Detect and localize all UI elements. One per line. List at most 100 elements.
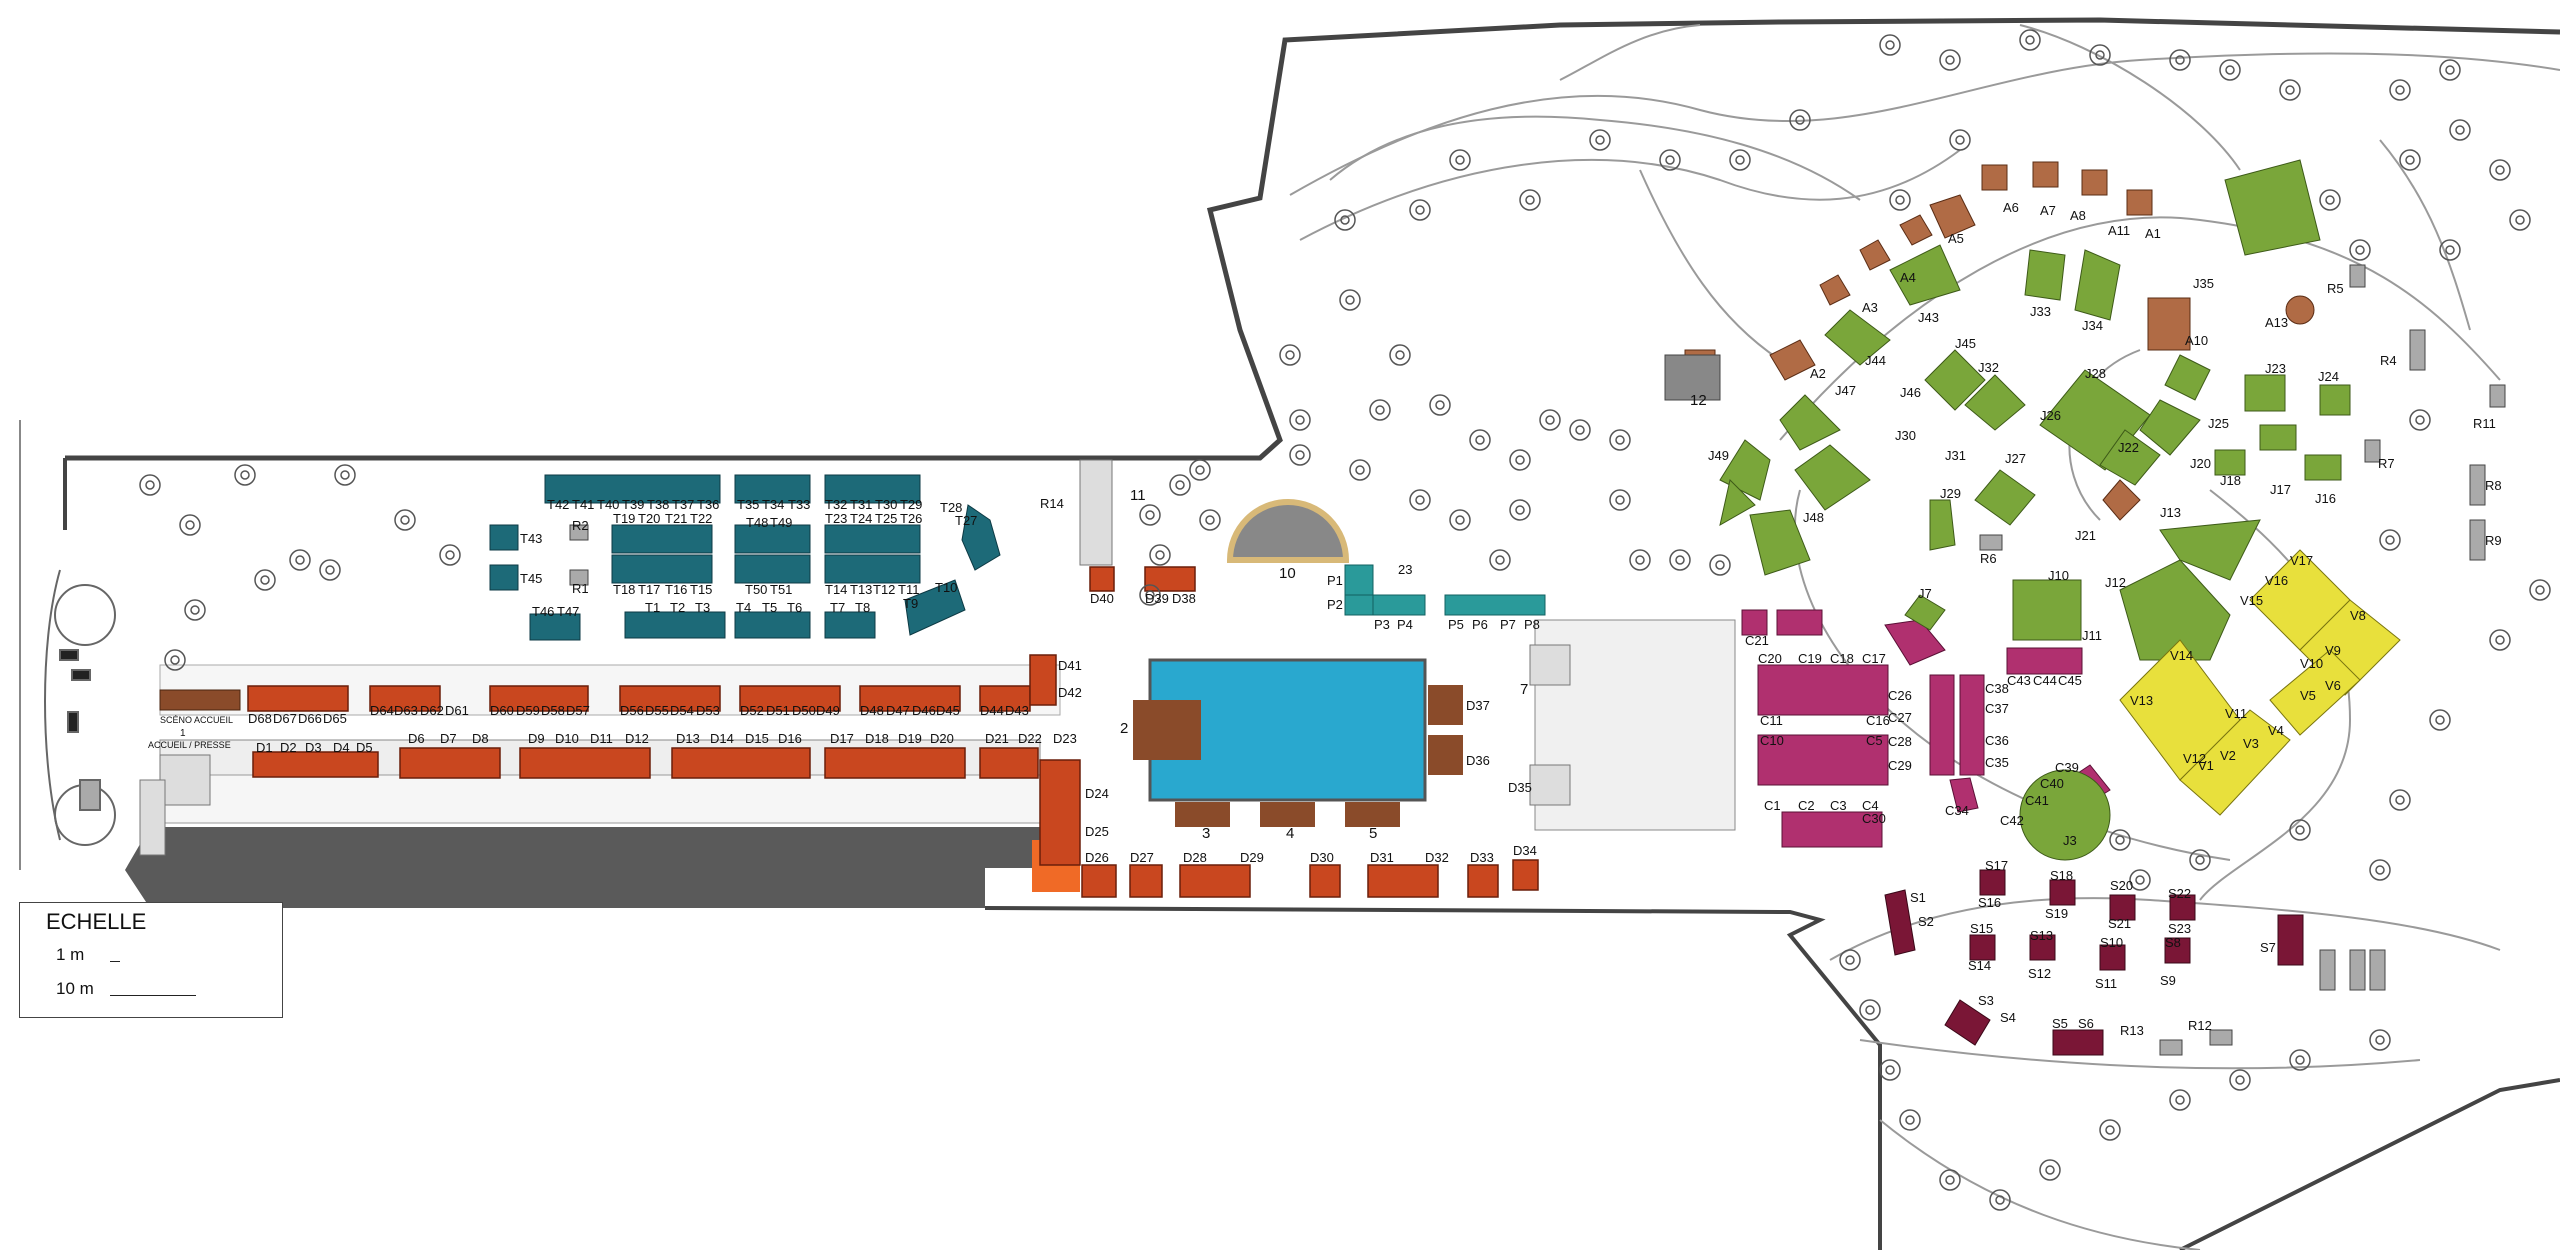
tree-icon-center bbox=[1145, 590, 1155, 600]
tree-icon-center bbox=[445, 550, 455, 560]
tree-icon bbox=[1589, 129, 1611, 151]
label-d39: D39 bbox=[1145, 591, 1169, 606]
tree-icon-center bbox=[2105, 1125, 2115, 1135]
label-t23: T23 bbox=[825, 511, 847, 526]
tree-icon bbox=[1789, 109, 1811, 131]
tree-icon bbox=[2089, 44, 2111, 66]
label-n7: 7 bbox=[1520, 681, 1528, 698]
label-d13: D13 bbox=[676, 731, 700, 746]
label-a7: A7 bbox=[2040, 203, 2056, 218]
label-n23: 23 bbox=[1398, 562, 1412, 577]
label-p5: P5 bbox=[1448, 617, 1464, 632]
label-r13: R13 bbox=[2120, 1023, 2144, 1038]
tree-icon bbox=[1199, 509, 1221, 531]
label-t5: T5 bbox=[762, 600, 777, 615]
label-d14: D14 bbox=[710, 731, 734, 746]
label-c34: C34 bbox=[1945, 803, 1969, 818]
tree-icon bbox=[2439, 59, 2461, 81]
label-t33: T33 bbox=[788, 497, 810, 512]
tree-icon-center bbox=[2515, 215, 2525, 225]
legend-scale-10m bbox=[110, 995, 196, 996]
tree-icon-center bbox=[2225, 65, 2235, 75]
label-r1: R1 bbox=[572, 581, 589, 596]
tree-icon bbox=[1369, 399, 1391, 421]
tree-icon-center bbox=[2535, 585, 2545, 595]
tree-icon-center bbox=[2025, 35, 2035, 45]
tree-icon bbox=[2219, 59, 2241, 81]
label-s10: S10 bbox=[2100, 935, 2123, 950]
label-d58: D58 bbox=[541, 703, 565, 718]
label-j35: J35 bbox=[2193, 276, 2214, 291]
tree-icon bbox=[2389, 79, 2411, 101]
label-r7: R7 bbox=[2378, 456, 2395, 471]
tree-icon bbox=[2129, 869, 2151, 891]
site-outline bbox=[19, 17, 2560, 1250]
label-c27: C27 bbox=[1888, 710, 1912, 725]
tree-icon bbox=[234, 464, 256, 486]
label-t25: T25 bbox=[875, 511, 897, 526]
label-t47: T47 bbox=[557, 604, 579, 619]
tree-icon-center bbox=[1675, 555, 1685, 565]
tree-icon bbox=[1389, 344, 1411, 366]
tree-icon-center bbox=[185, 520, 195, 530]
label-s4: S4 bbox=[2000, 1010, 2016, 1025]
label-d62: D62 bbox=[420, 703, 444, 718]
label-t9: T9 bbox=[903, 596, 918, 611]
t-stands bbox=[489, 474, 1001, 641]
label-d44: D44 bbox=[980, 703, 1004, 718]
tree-icon bbox=[1189, 459, 1211, 481]
label-v17: V17 bbox=[2290, 553, 2313, 568]
label-s18: S18 bbox=[2050, 868, 2073, 883]
label-t12: T12 bbox=[873, 582, 895, 597]
label-n4: 4 bbox=[1286, 825, 1294, 842]
label-j26: J26 bbox=[2040, 408, 2061, 423]
label-s3: S3 bbox=[1978, 993, 1994, 1008]
label-c42: C42 bbox=[2000, 813, 2024, 828]
tree-icon-center bbox=[400, 515, 410, 525]
tree-icon-center bbox=[1345, 295, 1355, 305]
label-s5: S5 bbox=[2052, 1016, 2068, 1031]
label-j33: J33 bbox=[2030, 304, 2051, 319]
site-paths bbox=[1289, 24, 2560, 1250]
tree-icon bbox=[1709, 554, 1731, 576]
label-t21: T21 bbox=[665, 511, 687, 526]
tree-icon-center bbox=[1435, 400, 1445, 410]
label-s1: S1 bbox=[1910, 890, 1926, 905]
label-n2: 2 bbox=[1120, 720, 1128, 737]
label-d27: D27 bbox=[1130, 850, 1154, 865]
label-a10: A10 bbox=[2185, 333, 2208, 348]
tree-icon-center bbox=[1175, 480, 1185, 490]
label-t50: T50 bbox=[745, 582, 767, 597]
label-p8: P8 bbox=[1524, 617, 1540, 632]
tree-icon bbox=[1889, 189, 1911, 211]
label-c4: C4 bbox=[1862, 798, 1879, 813]
label-t34: T34 bbox=[762, 497, 784, 512]
legend-row-10m: 10 m bbox=[56, 979, 94, 998]
label-t22: T22 bbox=[690, 511, 712, 526]
label-j34: J34 bbox=[2082, 318, 2103, 333]
label-d53: D53 bbox=[696, 703, 720, 718]
label-sceno-accueil: SCÉNO ACCUEIL bbox=[160, 715, 233, 725]
label-d48: D48 bbox=[860, 703, 884, 718]
tree-icon-center bbox=[1285, 350, 1295, 360]
tree-icon bbox=[2229, 1069, 2251, 1091]
tree-icon bbox=[1939, 1169, 1961, 1191]
tree-icon-center bbox=[1455, 515, 1465, 525]
label-s13: S13 bbox=[2030, 928, 2053, 943]
label-a6: A6 bbox=[2003, 200, 2019, 215]
tree-icon-center bbox=[1475, 435, 1485, 445]
label-s12: S12 bbox=[2028, 966, 2051, 981]
tree-icon-center bbox=[1340, 215, 1350, 225]
tree-icon bbox=[1149, 544, 1171, 566]
tree-icon bbox=[1839, 949, 1861, 971]
label-a13: A13 bbox=[2265, 315, 2288, 330]
tree-icon-center bbox=[1995, 1195, 2005, 1205]
label-d30: D30 bbox=[1310, 850, 1334, 865]
tree-icon bbox=[1349, 459, 1371, 481]
label-j12: J12 bbox=[2105, 575, 2126, 590]
tree-icon bbox=[2489, 159, 2511, 181]
label-t20: T20 bbox=[638, 511, 660, 526]
label-t18: T18 bbox=[613, 582, 635, 597]
tree-icon-center bbox=[2375, 865, 2385, 875]
